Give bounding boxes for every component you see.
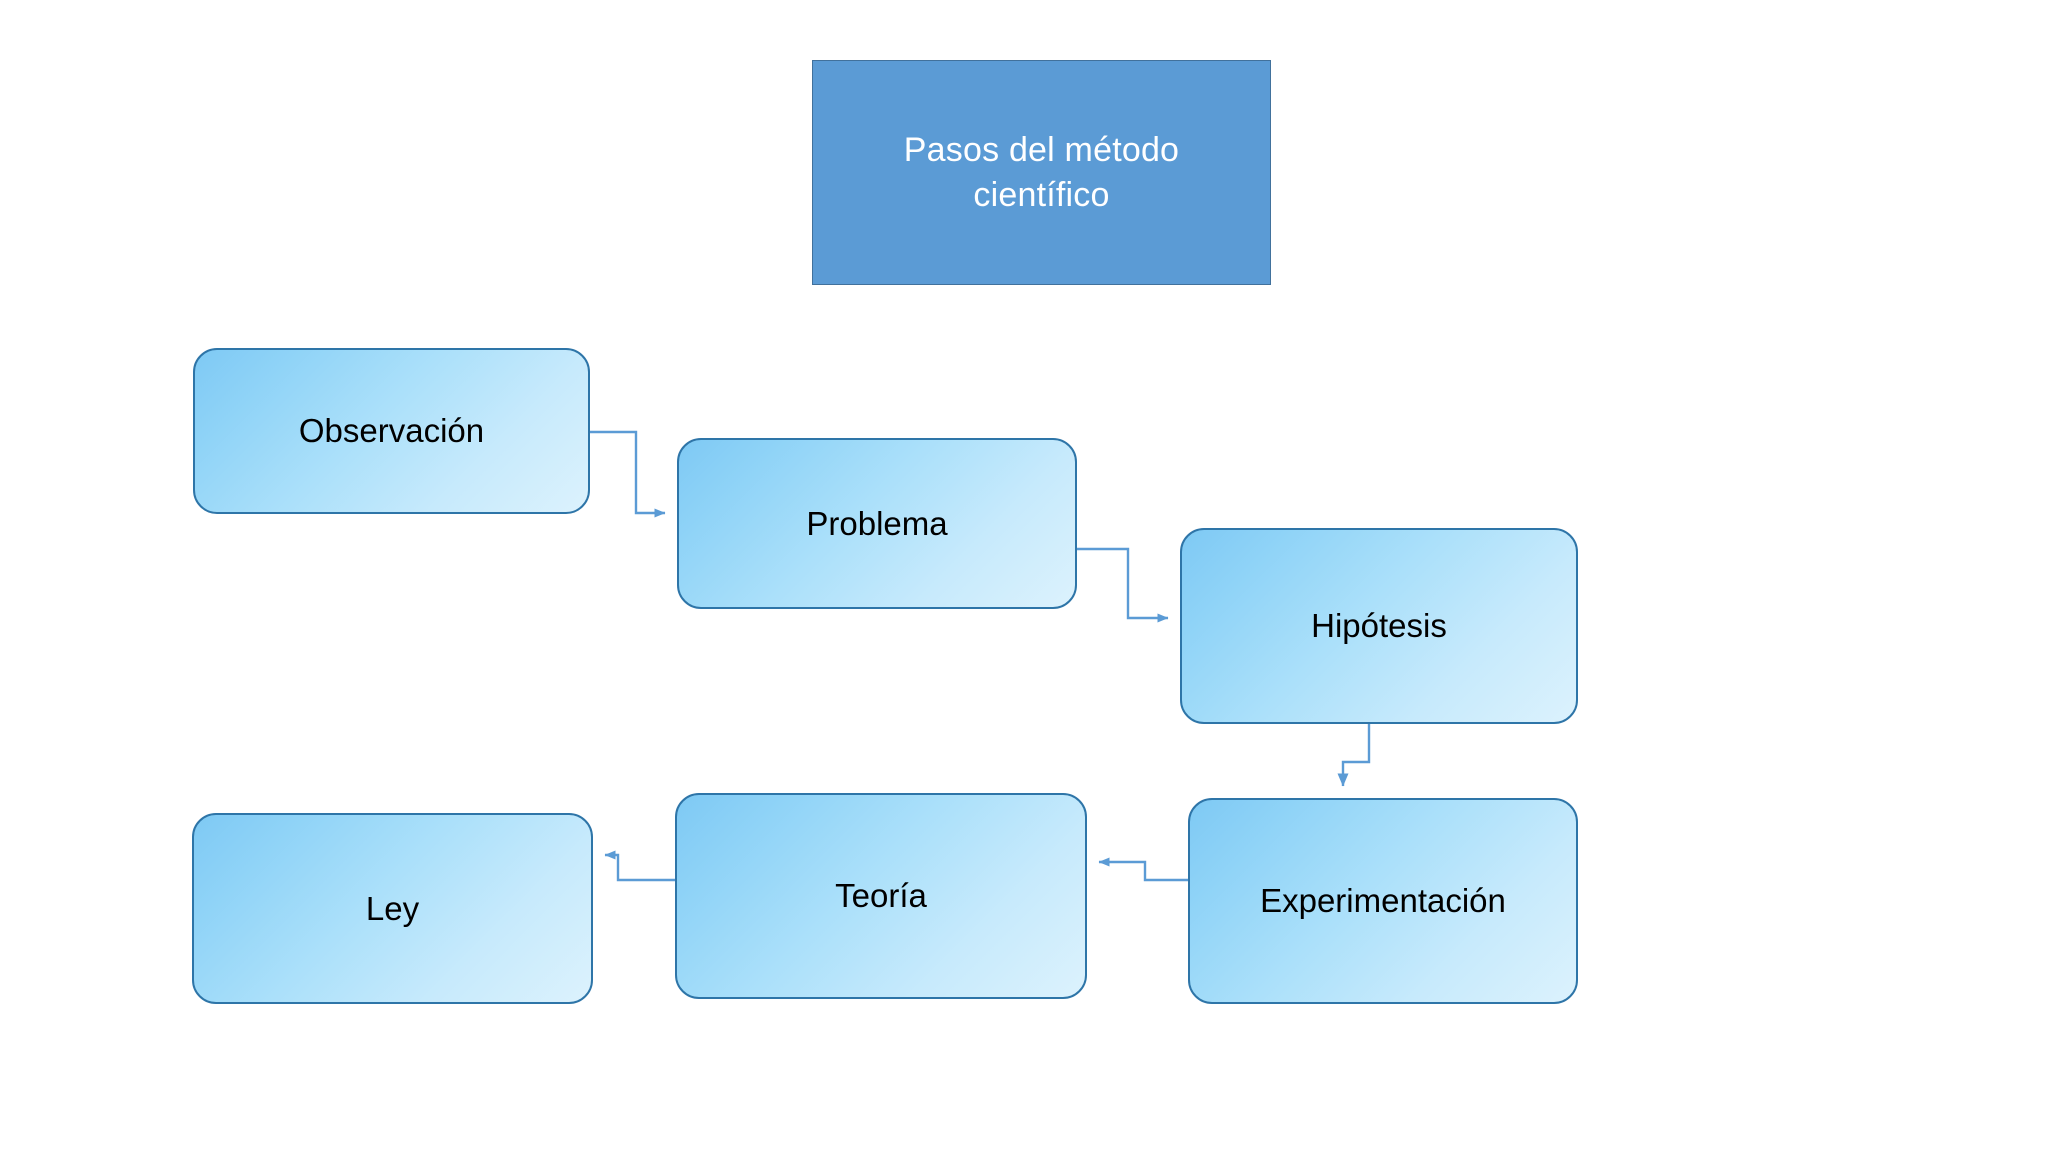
node-observacion-label: Observación bbox=[298, 412, 485, 450]
title-banner: Pasos del método científico bbox=[812, 60, 1271, 285]
node-hipotesis[interactable]: Hipótesis bbox=[1180, 528, 1578, 724]
connector-teoria-to-ley bbox=[604, 850, 675, 882]
node-ley[interactable]: Ley bbox=[192, 813, 593, 1004]
node-ley-label: Ley bbox=[365, 889, 420, 927]
connector-problema-to-hipotesis bbox=[1077, 547, 1169, 623]
node-problema[interactable]: Problema bbox=[677, 438, 1077, 609]
node-teoria-label: Teoría bbox=[835, 877, 927, 915]
node-experimentacion-label: Experimentación bbox=[1260, 882, 1506, 920]
node-observacion[interactable]: Observación bbox=[193, 348, 590, 514]
node-hipotesis-label: Hipótesis bbox=[1311, 607, 1447, 645]
connector-experimentacion-to-teoria bbox=[1098, 857, 1188, 882]
node-teoria[interactable]: Teoría bbox=[675, 793, 1087, 999]
node-problema-label: Problema bbox=[806, 504, 948, 542]
connector-hipotesis-to-experimentacion bbox=[1337, 724, 1371, 787]
node-experimentacion[interactable]: Experimentación bbox=[1188, 798, 1578, 1004]
connector-observacion-to-problema bbox=[590, 430, 666, 518]
title-banner-label: Pasos del método científico bbox=[903, 131, 1180, 214]
